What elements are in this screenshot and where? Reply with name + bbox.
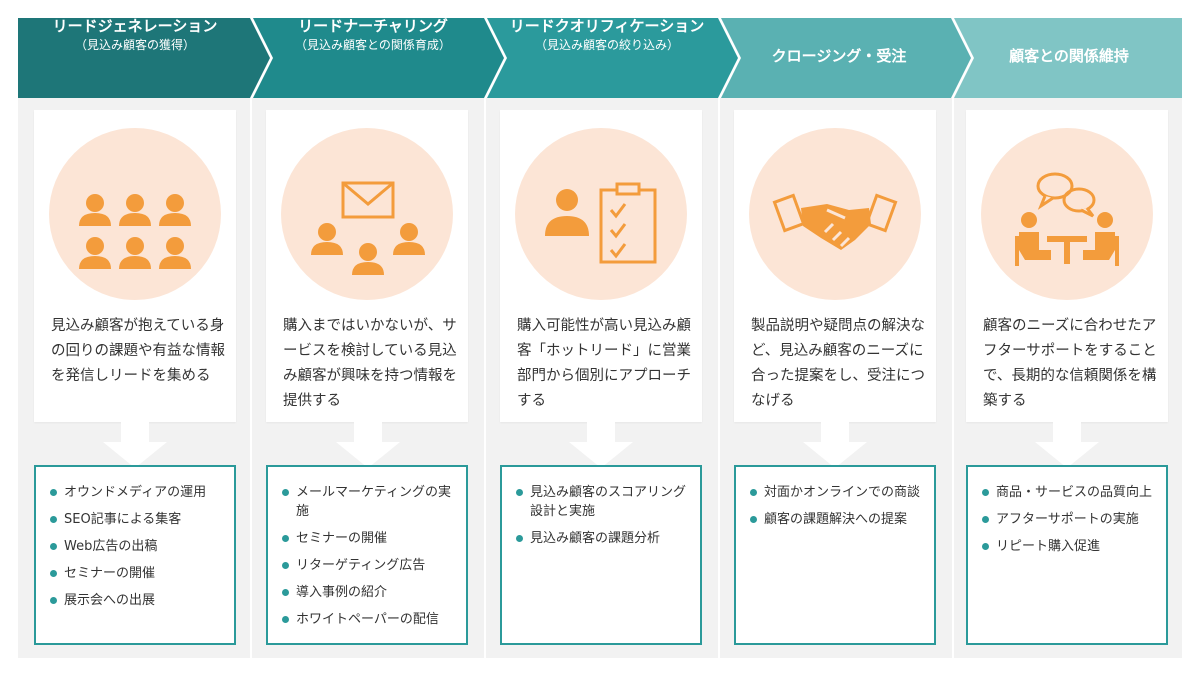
stage-3-action-item: 見込み顧客のスコアリング設計と実施 [516,483,688,521]
stage-3-description-card: 購入可能性が高い見込み顧客「ホットリード」に営業部門から個別にアプローチする [500,110,702,422]
stage-2-down-arrow [336,422,400,468]
stage-2-description: 購入まではいかないが、サービスを検討している見込み顧客が興味を持つ情報を提供する [283,318,457,409]
stage-header-band [18,18,1182,98]
stage-4-title: クロージング・受注 [722,46,956,67]
stage-2-title-text: リードナーチャリング [298,17,448,35]
stage-4-action-list: 対面かオンラインでの商談 顧客の課題解決への提案 [734,465,936,645]
stage-3-action-list: 見込み顧客のスコアリング設計と実施 見込み顧客の課題分析 [500,465,702,645]
person-checklist-icon [545,182,657,264]
stage-1-down-arrow [103,422,167,468]
stage-1-title-text: リードジェネレーション [52,17,218,35]
stage-4-down-arrow [803,422,867,468]
stage-3-subtitle: （見込み顧客の絞り込み） [534,38,679,52]
stage-1-title: リードジェネレーション （見込み顧客の獲得） [18,16,252,54]
stage-5-down-arrow [1035,422,1099,468]
stage-3-chevron [487,18,738,98]
stage-2-description-card: 購入まではいかないが、サービスを検討している見込み顧客が興味を持つ情報を提供する [266,110,468,422]
mail-group-icon [311,181,425,275]
stage-4-action-item: 顧客の課題解決への提案 [750,510,922,529]
stage-2-action-list: メールマーケティングの実施 セミナーの開催 リターゲティング広告 導入事例の紹介… [266,465,468,645]
stage-3-title: リードクオリフィケーション （見込み顧客の絞り込み） [490,16,724,54]
stage-2-subtitle: （見込み顧客との関係育成） [295,38,451,52]
stage-1-action-item: SEO記事による集客 [50,510,222,529]
stage-2-chevron [253,18,504,98]
stage-2-action-item: リターゲティング広告 [282,556,454,575]
stage-1-action-item: Web広告の出稿 [50,537,222,556]
stage-2-icon-circle [281,128,453,300]
stage-5-title-text: 顧客との関係維持 [1009,47,1129,65]
stage-2-action-item: セミナーの開催 [282,529,454,548]
stage-5-action-list: 商品・サービスの品質向上 アフターサポートの実施 リピート購入促進 [966,465,1168,645]
stage-5-action-item: 商品・サービスの品質向上 [982,483,1154,502]
stage-5-description: 顧客のニーズに合わせたアフターサポートをすることで、長期的な信頼関係を構築する [983,318,1157,409]
stage-2-action-item: ホワイトペーパーの配信 [282,610,454,629]
stage-4-chevron [721,18,971,98]
stage-3-description: 購入可能性が高い見込み顧客「ホットリード」に営業部門から個別にアプローチする [517,318,691,409]
stage-5-icon-circle [981,128,1153,300]
stage-5-title: 顧客との関係維持 [952,46,1186,67]
stage-2-action-item: メールマーケティングの実施 [282,483,454,521]
stage-4-description-card: 製品説明や疑問点の解決など、見込み顧客のニーズに合った提案をし、受注につなげる [734,110,936,422]
stage-3-title-text: リードクオリフィケーション [509,17,705,35]
stage-5-chevron [954,18,1182,98]
stage-1-description-card: 見込み顧客が抱えている身の回りの課題や有益な情報を発信しリードを集める [34,110,236,422]
stage-2-title: リードナーチャリング （見込み顧客との関係育成） [256,16,490,54]
stage-1-icon-circle [49,128,221,300]
meeting-chat-icon [1015,172,1119,266]
stage-5-action-item: リピート購入促進 [982,537,1154,556]
stage-4-action-item: 対面かオンラインでの商談 [750,483,922,502]
stage-5-action-item: アフターサポートの実施 [982,510,1154,529]
stage-2-action-item: 導入事例の紹介 [282,583,454,602]
stage-5-description-card: 顧客のニーズに合わせたアフターサポートをすることで、長期的な信頼関係を構築する [966,110,1168,422]
stage-4-icon-circle [749,128,921,300]
stage-3-down-arrow [569,422,633,468]
audience-people-icon [79,194,191,269]
stage-1-action-item: オウンドメディアの運用 [50,483,222,502]
stage-1-action-list: オウンドメディアの運用 SEO記事による集客 Web広告の出稿 セミナーの開催 … [34,465,236,645]
stage-1-description: 見込み顧客が抱えている身の回りの課題や有益な情報を発信しリードを集める [51,318,225,384]
stage-1-action-item: セミナーの開催 [50,564,222,583]
stage-4-description: 製品説明や疑問点の解決など、見込み顧客のニーズに合った提案をし、受注につなげる [751,318,925,409]
stage-1-chevron [18,18,270,98]
stage-4-title-text: クロージング・受注 [771,47,907,65]
handshake-icon [772,193,898,250]
stage-3-action-item: 見込み顧客の課題分析 [516,529,688,548]
stage-1-action-item: 展示会への出展 [50,591,222,610]
stage-1-subtitle: （見込み顧客の獲得） [74,38,195,52]
stage-3-icon-circle [515,128,687,300]
